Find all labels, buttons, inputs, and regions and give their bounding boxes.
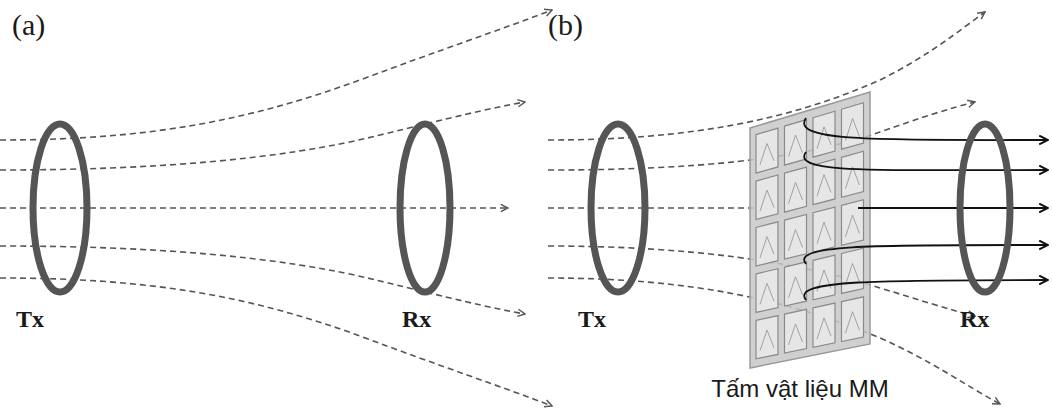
rx-coil <box>960 124 1010 292</box>
panel-label: (b) <box>548 8 583 41</box>
coil-label: Rx <box>402 306 431 332</box>
coil-label: Rx <box>960 306 989 332</box>
panel-label: (a) <box>12 8 45 41</box>
tx-coil <box>33 124 87 292</box>
rx-coil <box>400 124 450 292</box>
focused-field-lines <box>804 118 1048 300</box>
coil-label: Tx <box>578 306 606 332</box>
metamaterial-plate <box>750 92 870 368</box>
coil-label: Tx <box>16 306 44 332</box>
plate-label: Tấm vật liệu MM <box>708 376 891 402</box>
field-lines-a <box>0 10 552 406</box>
tx-coil <box>591 124 645 292</box>
